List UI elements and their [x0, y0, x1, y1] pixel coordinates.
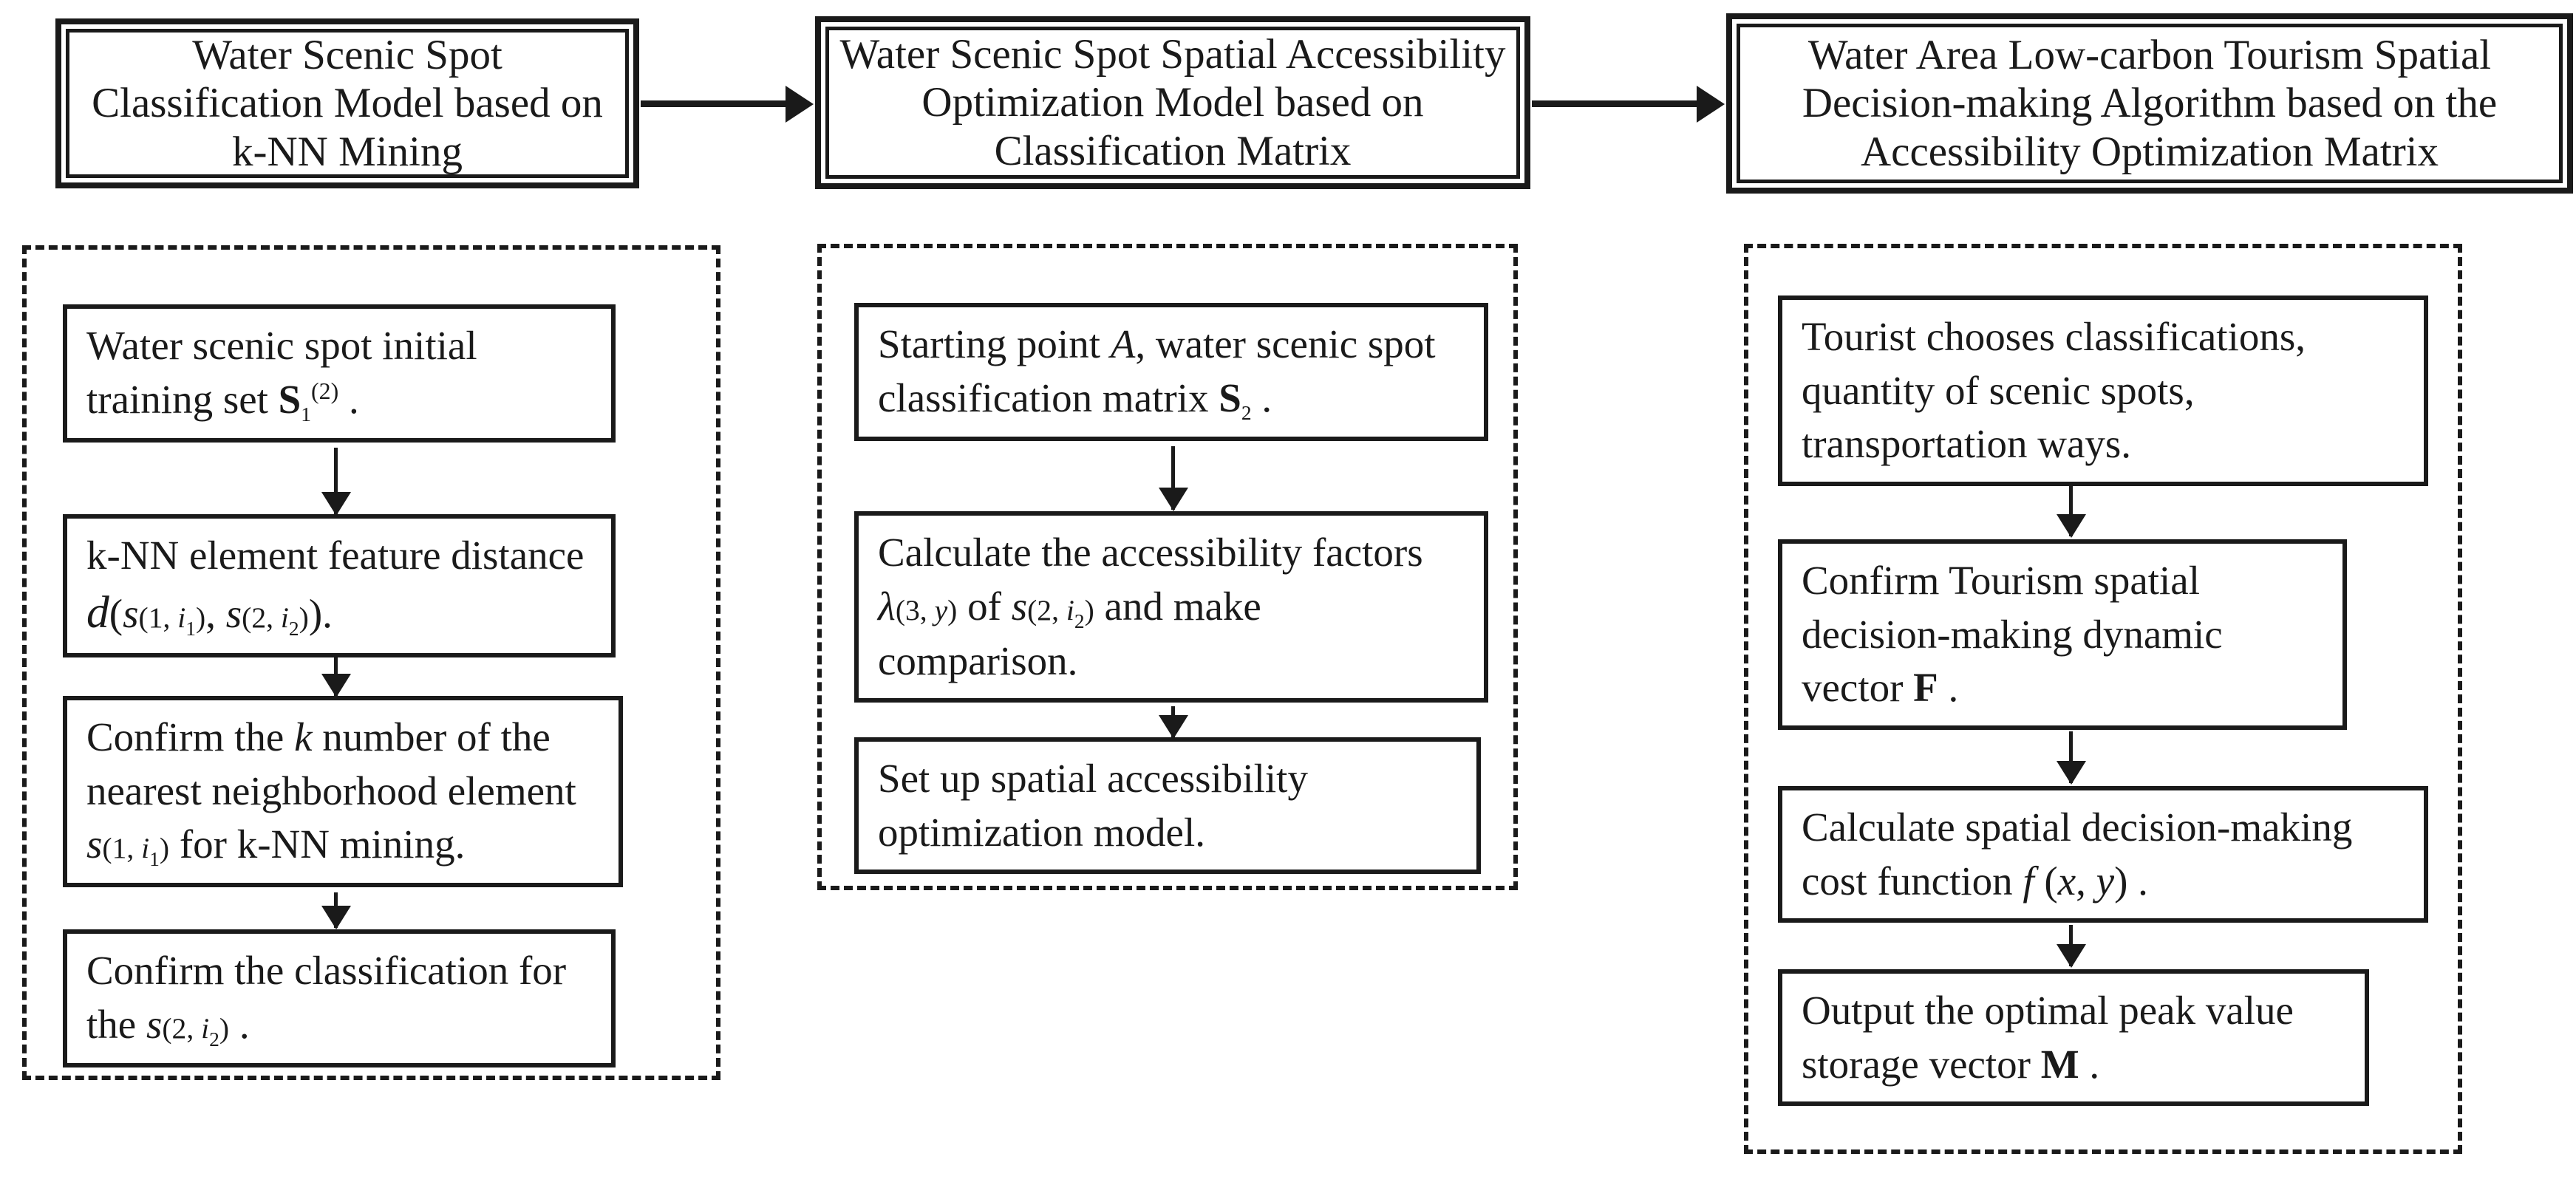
arrow-down-icon [334, 892, 338, 928]
stage-header-decision-algorithm: Water Area Low-carbon Tourism Spatial De… [1726, 13, 2573, 194]
stage-detail-panel-accessibility [817, 244, 1518, 890]
stage-header-label: Water Scenic Spot Spatial Accessibility … [825, 27, 1520, 179]
stage-header-accessibility-optimization: Water Scenic Spot Spatial Accessibility … [815, 16, 1530, 189]
arrow-down-icon [2069, 731, 2073, 783]
step-box-initial-training-set: Water scenic spot initial training set S… [63, 304, 616, 443]
step-box-output-storage-vector: Output the optimal peak value storage ve… [1778, 969, 2369, 1107]
step-box-confirm-k-number: Confirm the k number of the nearest neig… [63, 696, 623, 888]
arrow-right-icon [641, 100, 787, 107]
step-box-tourist-chooses: Tourist chooses classifications, quantit… [1778, 296, 2428, 486]
step-box-cost-function: Calculate spatial decision-making cost f… [1778, 786, 2428, 923]
step-box-dynamic-vector: Confirm Tourism spatial decision-making … [1778, 539, 2347, 730]
arrow-down-icon [1171, 446, 1175, 510]
stage-header-label: Water Area Low-carbon Tourism Spatial De… [1737, 24, 2563, 183]
step-box-accessibility-factors: Calculate the accessibility factors λ(3,… [854, 511, 1488, 703]
arrow-down-icon [334, 448, 338, 514]
step-box-starting-point: Starting point A, water scenic spot clas… [854, 303, 1488, 441]
step-box-feature-distance: k-NN element feature distance d(s(1, i1)… [63, 514, 616, 657]
arrow-down-icon [334, 657, 338, 696]
stage-detail-panel-knn [22, 245, 720, 1080]
stage-header-knn-classification: Water Scenic Spot Classification Model b… [55, 18, 639, 188]
arrow-down-icon [1171, 706, 1175, 737]
step-box-setup-optimization-model: Set up spatial accessibility optimizatio… [854, 737, 1481, 875]
arrow-down-icon [2069, 925, 2073, 966]
stage-header-label: Water Scenic Spot Classification Model b… [66, 29, 629, 178]
stage-detail-panel-decision [1744, 244, 2462, 1154]
step-box-confirm-classification: Confirm the classification for the s(2, … [63, 929, 616, 1067]
arrow-down-icon [2069, 486, 2073, 536]
arrow-right-icon [1532, 100, 1698, 107]
